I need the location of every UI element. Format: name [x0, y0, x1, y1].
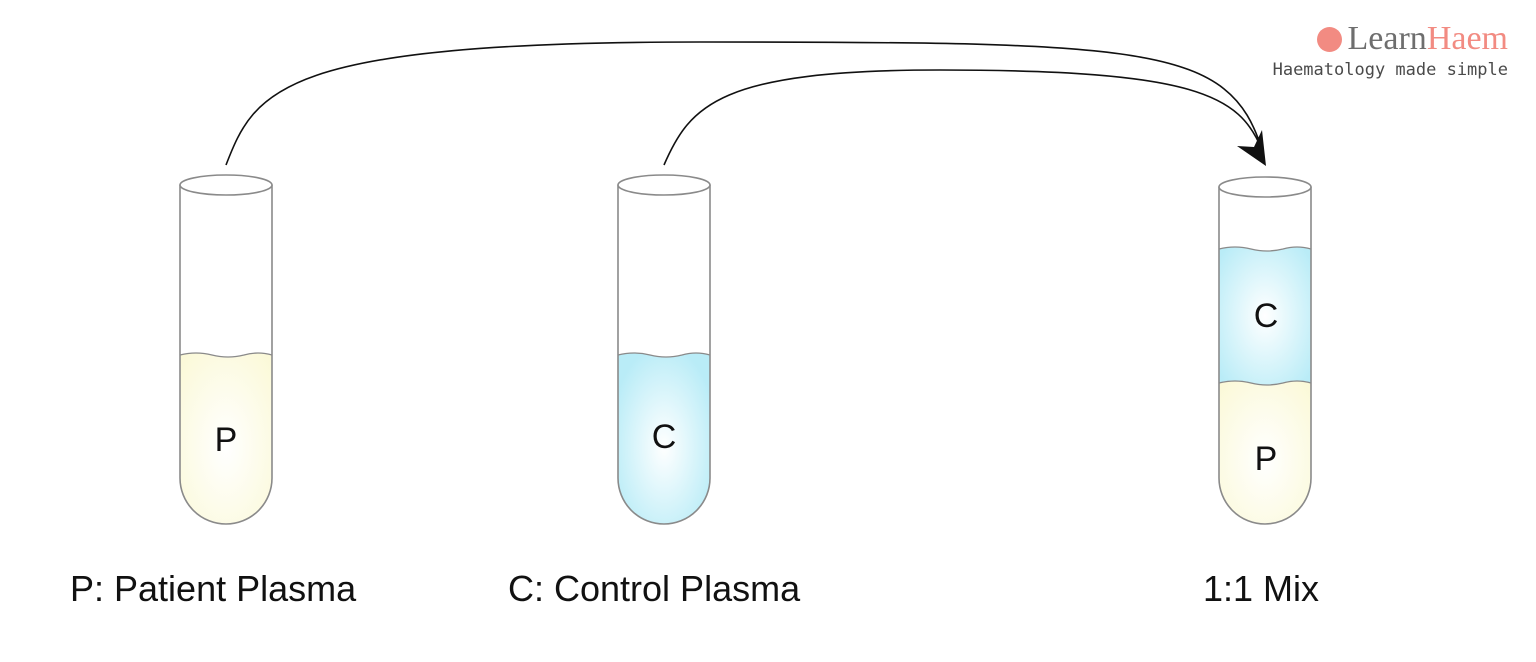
- logo-tagline: Haematology made simple: [1272, 60, 1508, 80]
- tube-mix-upper-letter: C: [1254, 297, 1279, 335]
- tube-mix: C P: [1218, 176, 1312, 525]
- logo-word-learn: Learn: [1347, 20, 1427, 57]
- arrowhead-icon: [1237, 130, 1266, 166]
- caption-mix: 1:1 Mix: [1203, 568, 1320, 609]
- tube-patient-letter: P: [215, 421, 238, 459]
- caption-control-plasma: C: Control Plasma: [508, 568, 801, 609]
- arrow-patient-to-mix: [225, 41, 1263, 166]
- tube-mix-lower-letter: P: [1255, 440, 1278, 478]
- tube-control-letter: C: [652, 418, 677, 456]
- tube-patient: P: [179, 174, 273, 525]
- tube-control: C: [617, 174, 711, 525]
- caption-patient-plasma: P: Patient Plasma: [70, 568, 357, 609]
- arrow-control-to-mix: [663, 69, 1263, 166]
- logo-dot-icon: [1316, 26, 1342, 52]
- logo-word-haem: Haem: [1426, 20, 1508, 57]
